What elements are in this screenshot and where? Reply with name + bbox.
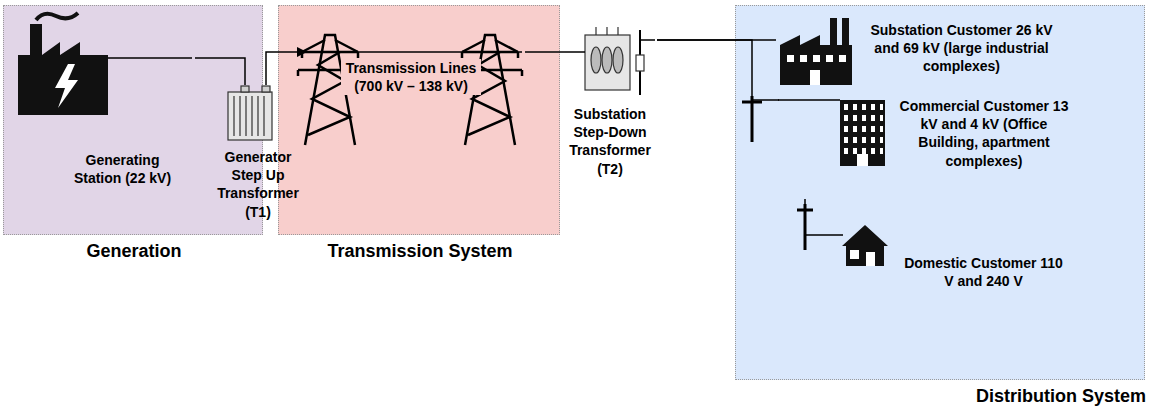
house-icon [842, 225, 888, 266]
power-plant-icon [18, 13, 108, 115]
node-label: Substation Customer 26 kV and 69 kV (lar… [859, 21, 1064, 76]
connector [805, 199, 843, 235]
transmission-lines: Transmission Lines (700 kV – 138 kV) [306, 31, 525, 151]
utility-pole [742, 96, 813, 250]
domestic-customer: Domestic Customer 110 V and 240 V [843, 216, 1143, 301]
section-heading: Transmission System [279, 241, 561, 262]
wire [778, 99, 840, 101]
connector [195, 58, 245, 85]
step-down-transformer-icon [585, 27, 644, 95]
wire [565, 40, 655, 52]
wire [108, 57, 192, 59]
node-label: Generator Step Up Transformer (T1) [212, 148, 304, 221]
step-up-transformer-icon [228, 86, 272, 140]
factory-icon [780, 18, 852, 85]
cable [298, 52, 522, 70]
node-label: Substation Step-Down Transformer (T2) [565, 105, 655, 178]
node-label: Transmission Lines (700 kV – 138 kV) [341, 59, 481, 95]
connector [657, 40, 779, 100]
connector [266, 52, 306, 85]
node-label: Domestic Customer 110 V and 240 V [901, 254, 1066, 290]
node-label: Commercial Customer 13 kV and 4 kV (Offi… [894, 97, 1074, 170]
commercial-customer: Commercial Customer 13 kV and 4 kV (Offi… [779, 93, 1143, 199]
transmission-band: Transmission SystemTransmission Lines (7… [278, 5, 560, 235]
connector [525, 51, 565, 53]
node-label: Generating Station (22 kV) [60, 151, 185, 187]
section-heading: Distribution System [976, 386, 1146, 407]
section-heading: Generation [4, 241, 264, 262]
office-building-icon [840, 100, 885, 166]
